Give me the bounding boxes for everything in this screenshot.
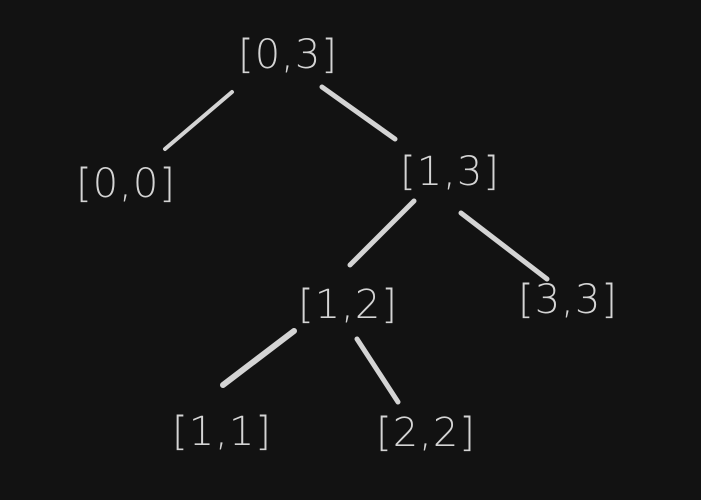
node-1-3: [1,3] [400,149,500,195]
edge-0-3-to-1-3 [319,84,398,142]
edge-1-2-to-2-2 [354,336,401,405]
node-0-0: [0,0] [76,161,176,207]
node-3-3: [3,3] [518,277,618,323]
node-0-3: [0,3] [238,32,338,78]
node-1-2: [1,2] [298,282,398,328]
edge-1-2-to-1-1 [220,328,297,388]
edge-1-3-to-1-2 [347,198,417,268]
edge-1-3-to-3-3 [458,210,550,282]
edge-0-3-to-0-0 [163,90,234,151]
node-1-1: [1,1] [172,409,272,455]
node-2-2: [2,2] [376,410,476,456]
